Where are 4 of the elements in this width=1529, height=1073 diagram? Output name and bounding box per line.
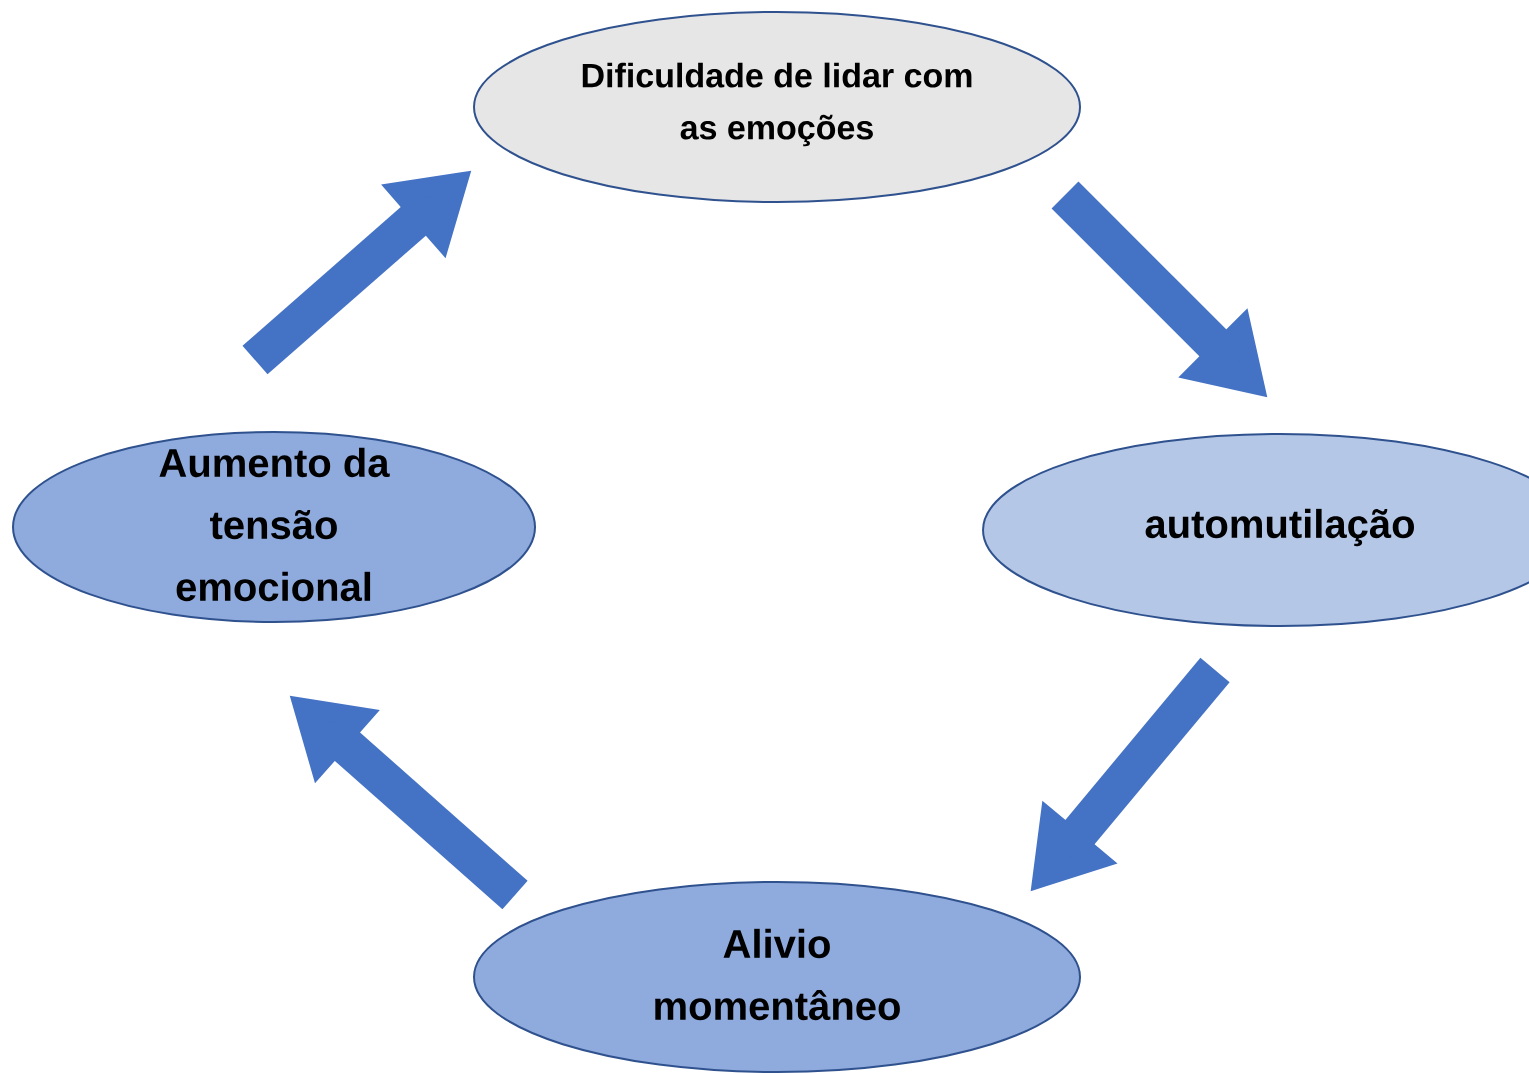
ellipse-node: automutilação [982, 433, 1529, 627]
ellipse-node: Aumento da tensão emocional [12, 431, 536, 623]
ellipse-node: Dificuldade de lidar com as emoções [473, 11, 1081, 203]
ellipse-node: Alivio momentâneo [473, 881, 1081, 1073]
